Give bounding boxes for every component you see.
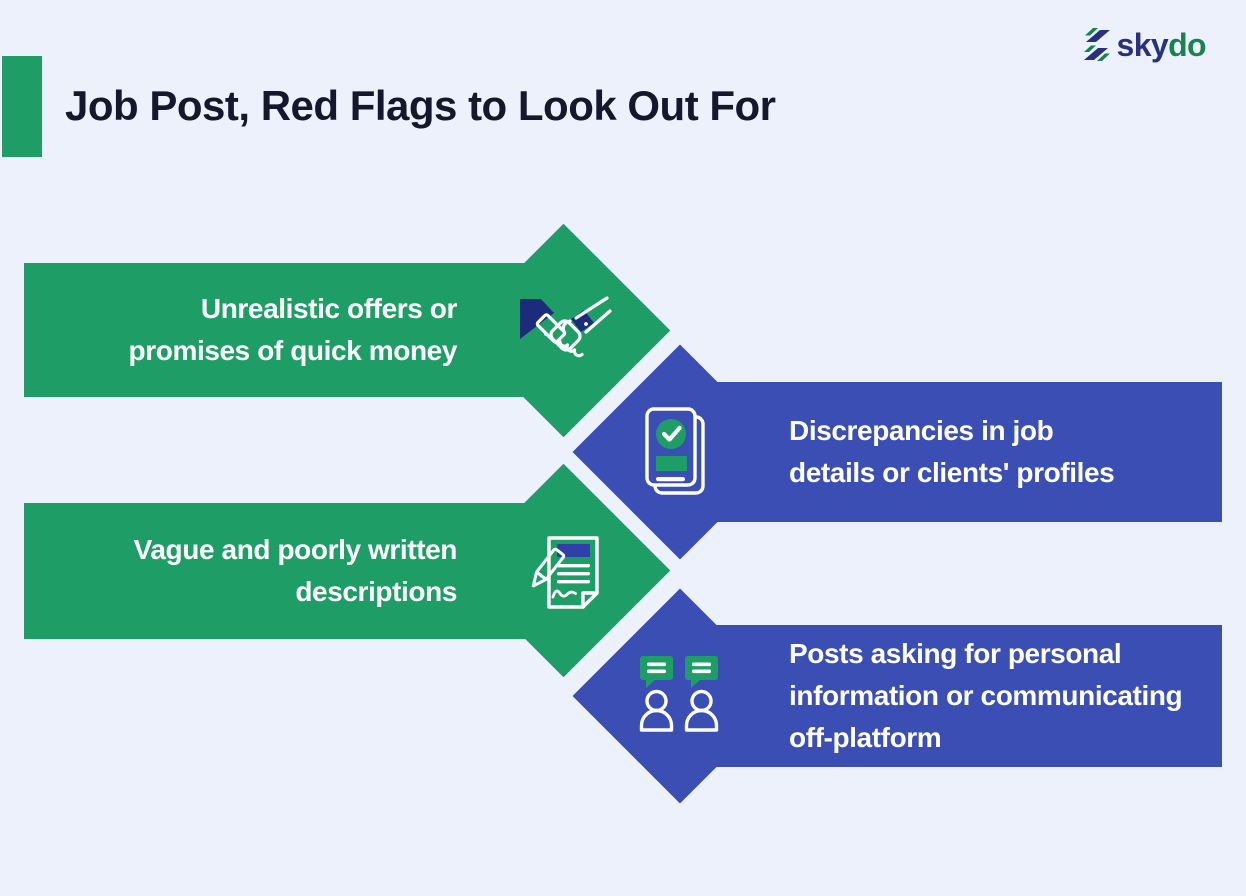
logo-text-do: do [1168,27,1207,63]
banner-2-text: Discrepancies in job details or clients'… [789,410,1214,494]
banner-3-bar [24,503,564,639]
people-chat-icon [635,654,721,737]
banner-4-text: Posts asking for personal information or… [789,633,1219,759]
banner-4-line-3: off-platform [789,722,942,753]
banner-2-line-1: Discrepancies in job [789,415,1054,446]
skydo-logo: skydo [1082,27,1207,63]
banner-4-line-1: Posts asking for personal [789,638,1122,669]
banner-2-bar [680,382,1222,522]
banner-2-line-2: details or clients' profiles [789,457,1115,488]
title-accent-bar [2,56,42,157]
banner-1-bar [24,263,564,397]
skydo-logo-icon [1082,27,1112,63]
skydo-logo-text: skydo [1117,27,1207,63]
banner-3-line-1: Vague and poorly written [133,534,458,565]
logo-text-sky: sky [1116,27,1169,63]
page-title: Job Post, Red Flags to Look Out For [65,82,776,129]
document-check-icon [643,407,709,502]
handshake-icon [514,293,614,373]
document-pen-icon [523,533,605,620]
banner-1-text: Unrealistic offers or promises of quick … [60,288,458,372]
banner-3-line-2: descriptions [295,576,457,607]
banner-4-line-2: information or communicating [789,680,1183,711]
banner-3-text: Vague and poorly written descriptions [60,529,458,613]
banner-1-line-1: Unrealistic offers or [200,293,458,324]
banner-1-line-2: promises of quick money [128,335,458,366]
banner-4-bar [680,625,1222,767]
